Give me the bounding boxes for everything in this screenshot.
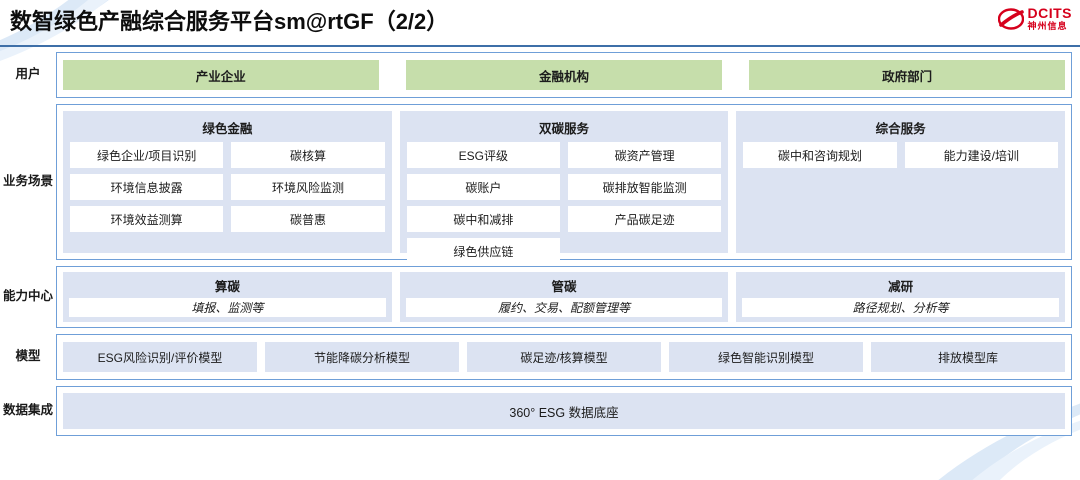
dcits-logo-icon xyxy=(997,7,1024,30)
panel-green-finance: 绿色金融 绿色企业/项目识别 碳核算 环境信息披露 环境风险监测 环境效益测算 … xyxy=(63,111,392,253)
tile-grid: ESG评级 碳资产管理 碳账户 碳排放智能监测 碳中和减排 产品碳足迹 绿色供应… xyxy=(406,142,722,264)
capability-title: 管碳 xyxy=(551,280,577,294)
scenario-tile[interactable]: 环境风险监测 xyxy=(231,174,385,200)
row-label-capability-center: 能力中心 xyxy=(3,289,54,304)
user-chip[interactable]: 金融机构 xyxy=(406,60,722,90)
capability-title: 减研 xyxy=(888,280,914,294)
header-divider xyxy=(0,45,1080,47)
logo-en-label: DCITS xyxy=(1027,5,1072,21)
capability-title: 算碳 xyxy=(214,280,240,294)
model-chip[interactable]: ESG风险识别/评价模型 xyxy=(63,342,257,372)
user-chip[interactable]: 产业企业 xyxy=(63,60,379,90)
scenario-tile[interactable]: 碳排放智能监测 xyxy=(568,174,722,200)
user-chip[interactable]: 政府部门 xyxy=(749,60,1065,90)
model-chip[interactable]: 碳足迹/核算模型 xyxy=(467,342,661,372)
scenario-tile[interactable]: 绿色企业/项目识别 xyxy=(70,142,224,168)
data-foundation-bar[interactable]: 360° ESG 数据底座 xyxy=(63,393,1065,429)
panel-comprehensive-service: 综合服务 碳中和咨询规划 能力建设/培训 xyxy=(736,111,1066,253)
row-label-business-scenarios: 业务场景 xyxy=(3,174,54,189)
logo-cn-label: 神州信息 xyxy=(1027,21,1068,31)
row-label-model: 模型 xyxy=(15,349,41,364)
logo-text: DCITS 神州信息 xyxy=(1028,6,1073,31)
page-header: 数智绿色产融综合服务平台sm@rtGF（2/2） DCITS 神州信息 xyxy=(0,0,1080,48)
scenario-tile[interactable]: ESG评级 xyxy=(406,142,560,168)
row-users: 用户 产业企业 金融机构 政府部门 xyxy=(0,52,1080,98)
architecture-board: 用户 产业企业 金融机构 政府部门 业务场景 绿色金融 绿色企业/项目识别 碳核… xyxy=(0,52,1080,442)
row-label-data-integration: 数据集成 xyxy=(3,403,54,418)
scenario-tile[interactable]: 环境效益测算 xyxy=(70,206,224,232)
scenario-tile[interactable]: 产品碳足迹 xyxy=(568,206,722,232)
row-data-integration: 数据集成 360° ESG 数据底座 xyxy=(0,386,1080,436)
panel-title: 双碳服务 xyxy=(539,122,590,136)
scenario-tile[interactable]: 碳普惠 xyxy=(231,206,385,232)
capability-subtitle[interactable]: 履约、交易、配额管理等 xyxy=(405,298,723,317)
model-chip[interactable]: 绿色智能识别模型 xyxy=(669,342,863,372)
tile-grid: 绿色企业/项目识别 碳核算 环境信息披露 环境风险监测 环境效益测算 碳普惠 xyxy=(70,142,385,232)
tile-grid: 碳中和咨询规划 能力建设/培训 xyxy=(743,142,1058,168)
row-business-scenarios: 业务场景 绿色金融 绿色企业/项目识别 碳核算 环境信息披露 环境风险监测 环境… xyxy=(0,104,1080,264)
scenario-tile[interactable]: 碳核算 xyxy=(231,142,385,168)
capability-panel-carbon-accounting: 算碳 填报、监测等 xyxy=(63,272,392,322)
brand-logo: DCITS 神州信息 xyxy=(997,6,1073,31)
scenario-tile[interactable]: 碳中和咨询规划 xyxy=(743,142,897,168)
capability-panel-carbon-management: 管碳 履约、交易、配额管理等 xyxy=(399,272,729,322)
scenario-tile[interactable]: 碳资产管理 xyxy=(568,142,722,168)
panel-title: 绿色金融 xyxy=(202,122,253,136)
row-body-model: ESG风险识别/评价模型 节能降碳分析模型 碳足迹/核算模型 绿色智能识别模型 … xyxy=(56,334,1072,380)
scenario-tile[interactable]: 绿色供应链 xyxy=(406,238,560,264)
row-body-users: 产业企业 金融机构 政府部门 xyxy=(56,52,1072,98)
row-body-data-integration: 360° ESG 数据底座 xyxy=(56,386,1072,436)
model-chip[interactable]: 节能降碳分析模型 xyxy=(265,342,459,372)
row-capability-center: 能力中心 算碳 填报、监测等 管碳 履约、交易、配额管理等 减研 路径规划、分析… xyxy=(0,266,1080,328)
model-chip[interactable]: 排放模型库 xyxy=(871,342,1065,372)
row-model: 模型 ESG风险识别/评价模型 节能降碳分析模型 碳足迹/核算模型 绿色智能识别… xyxy=(0,334,1080,380)
capability-subtitle[interactable]: 填报、监测等 xyxy=(69,298,386,317)
panel-title: 综合服务 xyxy=(875,122,926,136)
panel-dual-carbon-service: 双碳服务 ESG评级 碳资产管理 碳账户 碳排放智能监测 碳中和减排 产品碳足迹… xyxy=(399,111,729,264)
scenario-tile[interactable]: 环境信息披露 xyxy=(70,174,224,200)
row-body-capability-center: 算碳 填报、监测等 管碳 履约、交易、配额管理等 减研 路径规划、分析等 xyxy=(56,266,1072,328)
scenario-tile[interactable]: 碳中和减排 xyxy=(406,206,560,232)
scenario-tile[interactable]: 能力建设/培训 xyxy=(904,142,1058,168)
page-title: 数智绿色产融综合服务平台sm@rtGF（2/2） xyxy=(10,9,449,34)
capability-panel-reduction-research: 减研 路径规划、分析等 xyxy=(736,272,1066,322)
capability-subtitle[interactable]: 路径规划、分析等 xyxy=(742,298,1060,317)
scenario-tile[interactable]: 碳账户 xyxy=(406,174,560,200)
row-label-users: 用户 xyxy=(15,67,41,82)
row-body-business-scenarios: 绿色金融 绿色企业/项目识别 碳核算 环境信息披露 环境风险监测 环境效益测算 … xyxy=(56,104,1072,264)
